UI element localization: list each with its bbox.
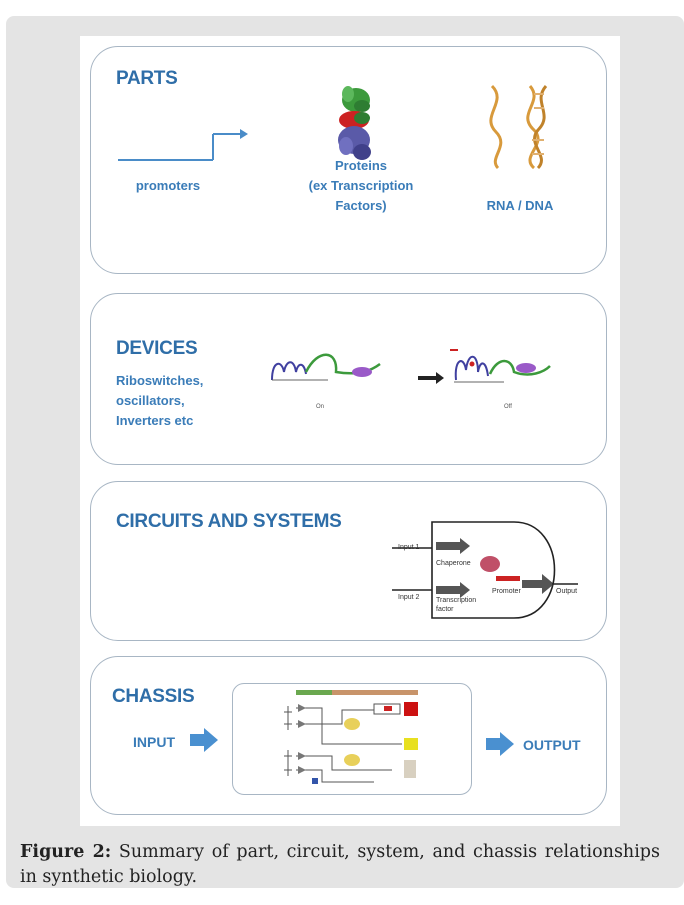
chassis-cell-box [232, 683, 472, 795]
promoter-icon [118, 129, 248, 161]
state-off-label: Off [504, 404, 512, 410]
promoter-label: Promoter [492, 588, 521, 595]
circuits-title: CIRCUITS AND SYSTEMS [116, 511, 342, 532]
genetic-circuit-icon [284, 690, 418, 784]
parts-title: PARTS [116, 68, 178, 89]
dna-helix-icon [489, 84, 548, 170]
output-arrow-icon [486, 732, 514, 756]
protein-structure-icon [338, 86, 371, 160]
devices-panel [90, 293, 607, 465]
devices-examples: Riboswitches, oscillators, Inverters etc [116, 371, 203, 431]
devices-example-2: oscillators, [116, 393, 185, 408]
caption-text: Summary of part, circuit, system, and ch… [20, 842, 660, 887]
devices-example-1: Riboswitches, [116, 373, 204, 388]
devices-example-3: Inverters etc [116, 413, 194, 428]
promoters-label: promoters [135, 178, 201, 193]
input1-label: Input 1 [398, 544, 420, 551]
proteins-label: Proteins (ex Transcription Factors) [296, 156, 426, 216]
proteins-line-3: Factors) [335, 198, 387, 213]
state-on-label: On [316, 404, 325, 410]
output-label-chassis: OUTPUT [523, 737, 581, 753]
input-arrow-icon [190, 728, 218, 752]
transcription-factor-label: Transcription factor [436, 596, 476, 614]
and-gate-diagram [392, 521, 578, 619]
input-label: INPUT [133, 734, 175, 750]
devices-title: DEVICES [116, 338, 198, 359]
caption-label: Figure 2: [20, 842, 112, 862]
tf-line-2: factor [436, 606, 454, 613]
rna-dna-label: RNA / DNA [486, 198, 554, 213]
figure-caption: Figure 2: Summary of part, circuit, syst… [20, 840, 660, 890]
chaperone-label: Chaperone [436, 560, 471, 567]
chassis-title: CHASSIS [112, 686, 195, 707]
riboswitch-diagram [271, 349, 551, 384]
input2-label: Input 2 [398, 594, 420, 601]
output-label: Output [556, 588, 578, 595]
proteins-line-1: Proteins [334, 158, 387, 173]
tf-line-1: Transcription [436, 597, 477, 604]
proteins-line-2: (ex Transcription [308, 178, 414, 193]
